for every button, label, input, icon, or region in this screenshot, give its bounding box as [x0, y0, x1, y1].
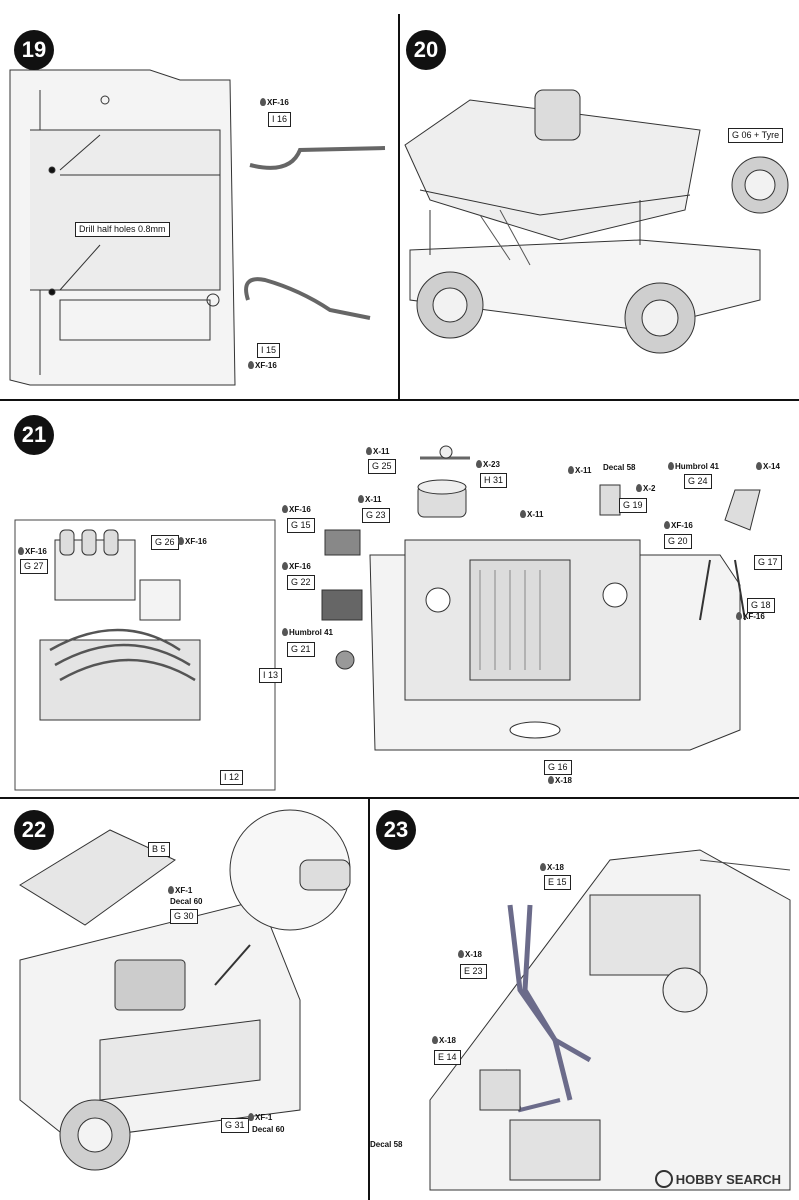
paint-g18: XF-16: [736, 612, 765, 622]
paint-x11-centre: X-11: [520, 510, 543, 520]
decal-58-step21: Decal 58: [603, 463, 636, 472]
paint-drop-icon: [756, 462, 762, 470]
part-g15-label: G 15: [287, 518, 315, 533]
paint-g24-humbrol: Humbrol 41: [668, 462, 719, 472]
paint-xf16-i16: XF-16: [260, 98, 289, 108]
paint-g16: X-18: [548, 776, 572, 786]
paint-g15: XF-16: [282, 505, 311, 515]
paint-e15: X-18: [540, 863, 564, 873]
part-g31-label: G 31: [221, 1118, 249, 1133]
paint-g20: XF-16: [664, 521, 693, 531]
part-g24-label: G 24: [684, 474, 712, 489]
paint-drop-icon: [248, 361, 254, 369]
paint-drop-icon: [548, 776, 554, 784]
paint-e23: X-18: [458, 950, 482, 960]
part-i15-label: I 15: [257, 343, 281, 358]
paint-drop-icon: [458, 950, 464, 958]
paint-drop-icon: [358, 495, 364, 503]
part-e14-label: E 14: [434, 1050, 461, 1065]
part-g25-label: G 25: [368, 459, 396, 474]
part-i16-label: I 16: [268, 112, 292, 127]
watermark-text: HOBBY SEARCH: [675, 1171, 781, 1187]
part-i13-label: I 13: [259, 668, 283, 683]
step22-bonnet-drawing: [19, 809, 351, 1171]
part-g17-label: G 17: [754, 555, 782, 570]
part-g27-label: G 27: [20, 559, 48, 574]
step23-cockpit-drawing: [429, 849, 791, 1191]
divider-mid-horizontal: [0, 797, 799, 799]
divider-top-vertical: [398, 14, 400, 399]
part-g22-label: G 22: [287, 575, 315, 590]
part-i12-label: I 12: [220, 770, 244, 785]
paint-drop-icon: [636, 484, 642, 492]
paint-g27: XF-16: [18, 547, 47, 557]
part-g16-label: G 16: [544, 760, 572, 775]
paint-g30: XF-1: [168, 886, 192, 896]
paint-g26: XF-16: [178, 537, 207, 547]
part-g18-label: G 18: [747, 598, 775, 613]
paint-drop-icon: [432, 1036, 438, 1044]
paint-drop-icon: [282, 505, 288, 513]
step21-enginebay-drawing: [14, 445, 761, 791]
decal-60-g31: Decal 60: [252, 1125, 285, 1134]
paint-drop-icon: [736, 612, 742, 620]
step-19-badge: 19: [14, 30, 54, 70]
paint-drop-icon: [366, 447, 372, 455]
part-e15-label: E 15: [544, 875, 571, 890]
watermark: HOBBY SEARCH: [654, 1170, 781, 1188]
paint-drop-icon: [540, 863, 546, 871]
divider-bottom-vertical: [368, 799, 370, 1200]
part-g20-label: G 20: [664, 534, 692, 549]
watermark-logo-icon: [654, 1170, 673, 1188]
paint-drop-icon: [664, 521, 670, 529]
part-g06-tyre-label: G 06 + Tyre: [728, 128, 784, 143]
paint-drop-icon: [178, 537, 184, 545]
paint-g24-x14: X-14: [756, 462, 780, 472]
divider-top-horizontal: [0, 399, 799, 401]
drill-note: Drill half holes 0.8mm: [75, 222, 170, 237]
part-g19-label: G 19: [619, 498, 647, 513]
paint-g21: Humbrol 41: [282, 628, 333, 638]
paint-g23: X-11: [358, 495, 381, 505]
part-b5-label: B 5: [148, 842, 170, 857]
decal-60-g30: Decal 60: [170, 897, 203, 906]
paint-drop-icon: [476, 460, 482, 468]
step20-chassis-drawing: [404, 89, 789, 354]
paint-g25: X-11: [366, 447, 389, 457]
part-g21-label: G 21: [287, 642, 315, 657]
paint-h31: X-23: [476, 460, 500, 470]
paint-e14: X-18: [432, 1036, 456, 1046]
step-20-badge: 20: [406, 30, 446, 70]
paint-drop-icon: [260, 98, 266, 106]
paint-drop-icon: [568, 466, 574, 474]
paint-g31: XF-1: [248, 1113, 272, 1123]
paint-drop-icon: [168, 886, 174, 894]
part-e23-label: E 23: [460, 964, 487, 979]
part-h31-label: H 31: [480, 473, 508, 488]
part-g30-label: G 30: [170, 909, 198, 924]
paint-g22: XF-16: [282, 562, 311, 572]
paint-g19-b: X-2: [636, 484, 655, 494]
paint-drop-icon: [282, 562, 288, 570]
step-23-badge: 23: [376, 810, 416, 850]
decal-58-step23: Decal 58: [370, 1140, 403, 1149]
paint-drop-icon: [520, 510, 526, 518]
step-22-badge: 22: [14, 810, 54, 850]
paint-xf16-i15: XF-16: [248, 361, 277, 371]
part-g23-label: G 23: [362, 508, 390, 523]
part-g26-label: G 26: [151, 535, 179, 550]
paint-drop-icon: [248, 1113, 254, 1121]
paint-drop-icon: [282, 628, 288, 636]
paint-drop-icon: [18, 547, 24, 555]
paint-drop-icon: [668, 462, 674, 470]
step-21-badge: 21: [14, 415, 54, 455]
step19-panel-drawing: [9, 69, 386, 386]
paint-g19-a: X-11: [568, 466, 591, 476]
